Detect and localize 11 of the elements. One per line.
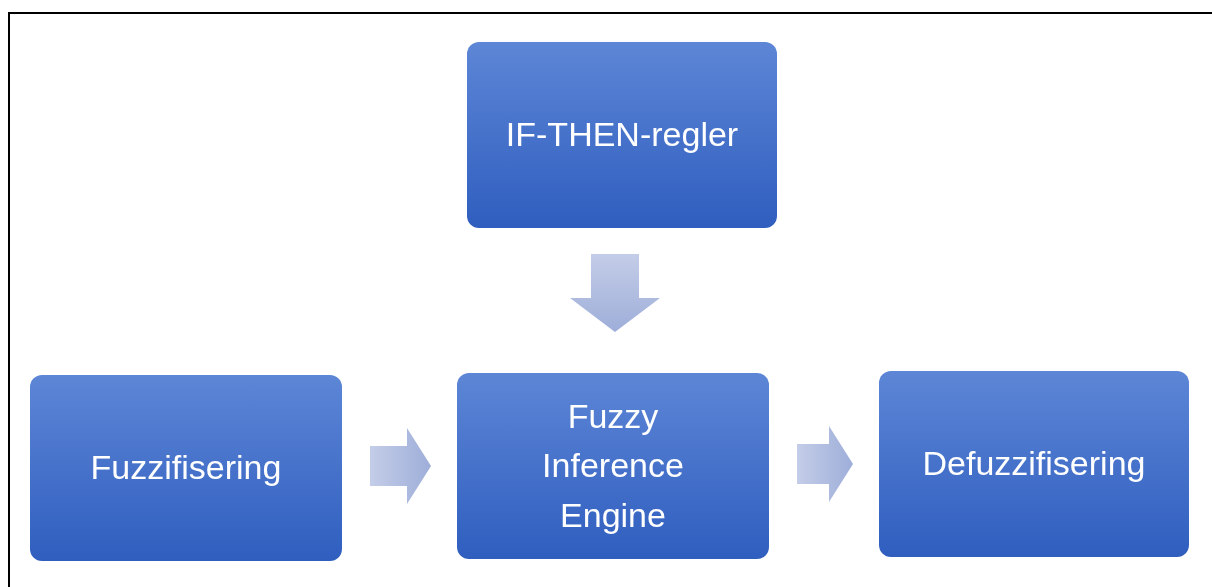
box-label: Fuzzifisering bbox=[90, 447, 282, 489]
process-box bbox=[879, 371, 1189, 557]
block-arrow bbox=[797, 426, 853, 502]
box-label: IF-THEN-regler bbox=[505, 114, 739, 156]
process-box bbox=[457, 373, 769, 559]
box-label: Defuzzifisering bbox=[922, 443, 1146, 485]
box-label: Fuzzy Inference Engine bbox=[541, 396, 685, 536]
block-arrow bbox=[370, 428, 431, 504]
process-box bbox=[467, 42, 777, 228]
block-arrow bbox=[570, 254, 660, 332]
process-box bbox=[30, 375, 342, 561]
